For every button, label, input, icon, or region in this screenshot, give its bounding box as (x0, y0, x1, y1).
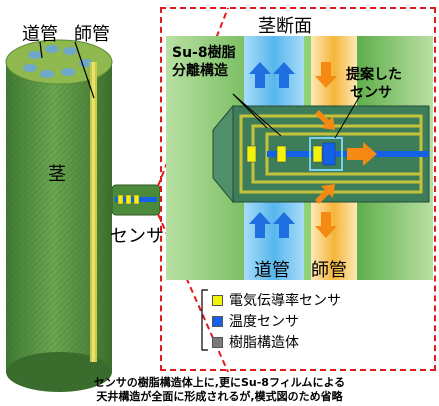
xylem-flow-arrow-up (249, 62, 271, 88)
xylem-flow-arrow-up (273, 62, 295, 88)
temp-sensor-pad (322, 142, 336, 166)
legend-item: 温度センサ (212, 311, 299, 331)
conductivity-electrode (246, 145, 257, 163)
stem-illustration (5, 39, 160, 392)
label-su8-line1: Su-8樹脂 (172, 45, 236, 61)
xylem-flow-arrow-up (273, 212, 295, 238)
blue-square-icon (212, 315, 223, 327)
caption-line1: センサの樹脂構造体上に,更にSu-8フィルムによる (93, 376, 346, 389)
phloem-flow-arrow-diag (315, 184, 335, 204)
legend-bracket (201, 289, 208, 351)
conductivity-electrode (312, 145, 323, 163)
label-stem: 茎 (48, 164, 66, 185)
yellow-square-icon (212, 294, 223, 306)
vessel-circle (23, 64, 37, 72)
phloem-flow-arrow-right (347, 142, 377, 166)
label-cross-section: 茎断面 (258, 16, 312, 37)
label-su8-line2: 分離構造 (172, 63, 228, 79)
xylem-flow-arrow-up (249, 212, 271, 238)
legend-label: 温度センサ (229, 314, 299, 330)
legend-label: 樹脂構造体 (229, 335, 299, 351)
vessel-circle (28, 51, 42, 59)
label-proposed-line2: センサ (350, 85, 392, 101)
cross-section-diagram (166, 36, 433, 280)
cross-section-frame (160, 7, 436, 371)
phloem-flow-arrow-diag (315, 110, 335, 130)
vessel-circle (45, 45, 59, 53)
label-phloem: 師管 (74, 24, 110, 45)
label-proposed-line1: 提案した (346, 67, 402, 83)
vessel-circle (61, 68, 75, 76)
gray-square-icon (212, 336, 223, 348)
phloem-flow-arrow-down (315, 212, 337, 238)
legend-item: 樹脂構造体 (212, 332, 299, 352)
vessel-circle (63, 47, 77, 55)
label-xylem: 道管 (22, 24, 58, 45)
label-phloem-bottom: 師管 (311, 260, 347, 281)
caption-line2: 天井構造が全面に形成されるが,模式図のため省略 (96, 390, 343, 403)
sensor-tip (212, 104, 234, 204)
vessel-circle (40, 70, 54, 78)
phloem-flow-arrow-down (315, 62, 337, 88)
conductivity-electrode (276, 145, 287, 163)
legend-label: 電気伝導率センサ (229, 293, 341, 309)
label-xylem-bottom: 道管 (254, 260, 290, 281)
proposed-sensor-outline (309, 137, 343, 171)
legend-item: 電気伝導率センサ (212, 290, 341, 310)
label-sensor-left: センサ (110, 226, 164, 247)
